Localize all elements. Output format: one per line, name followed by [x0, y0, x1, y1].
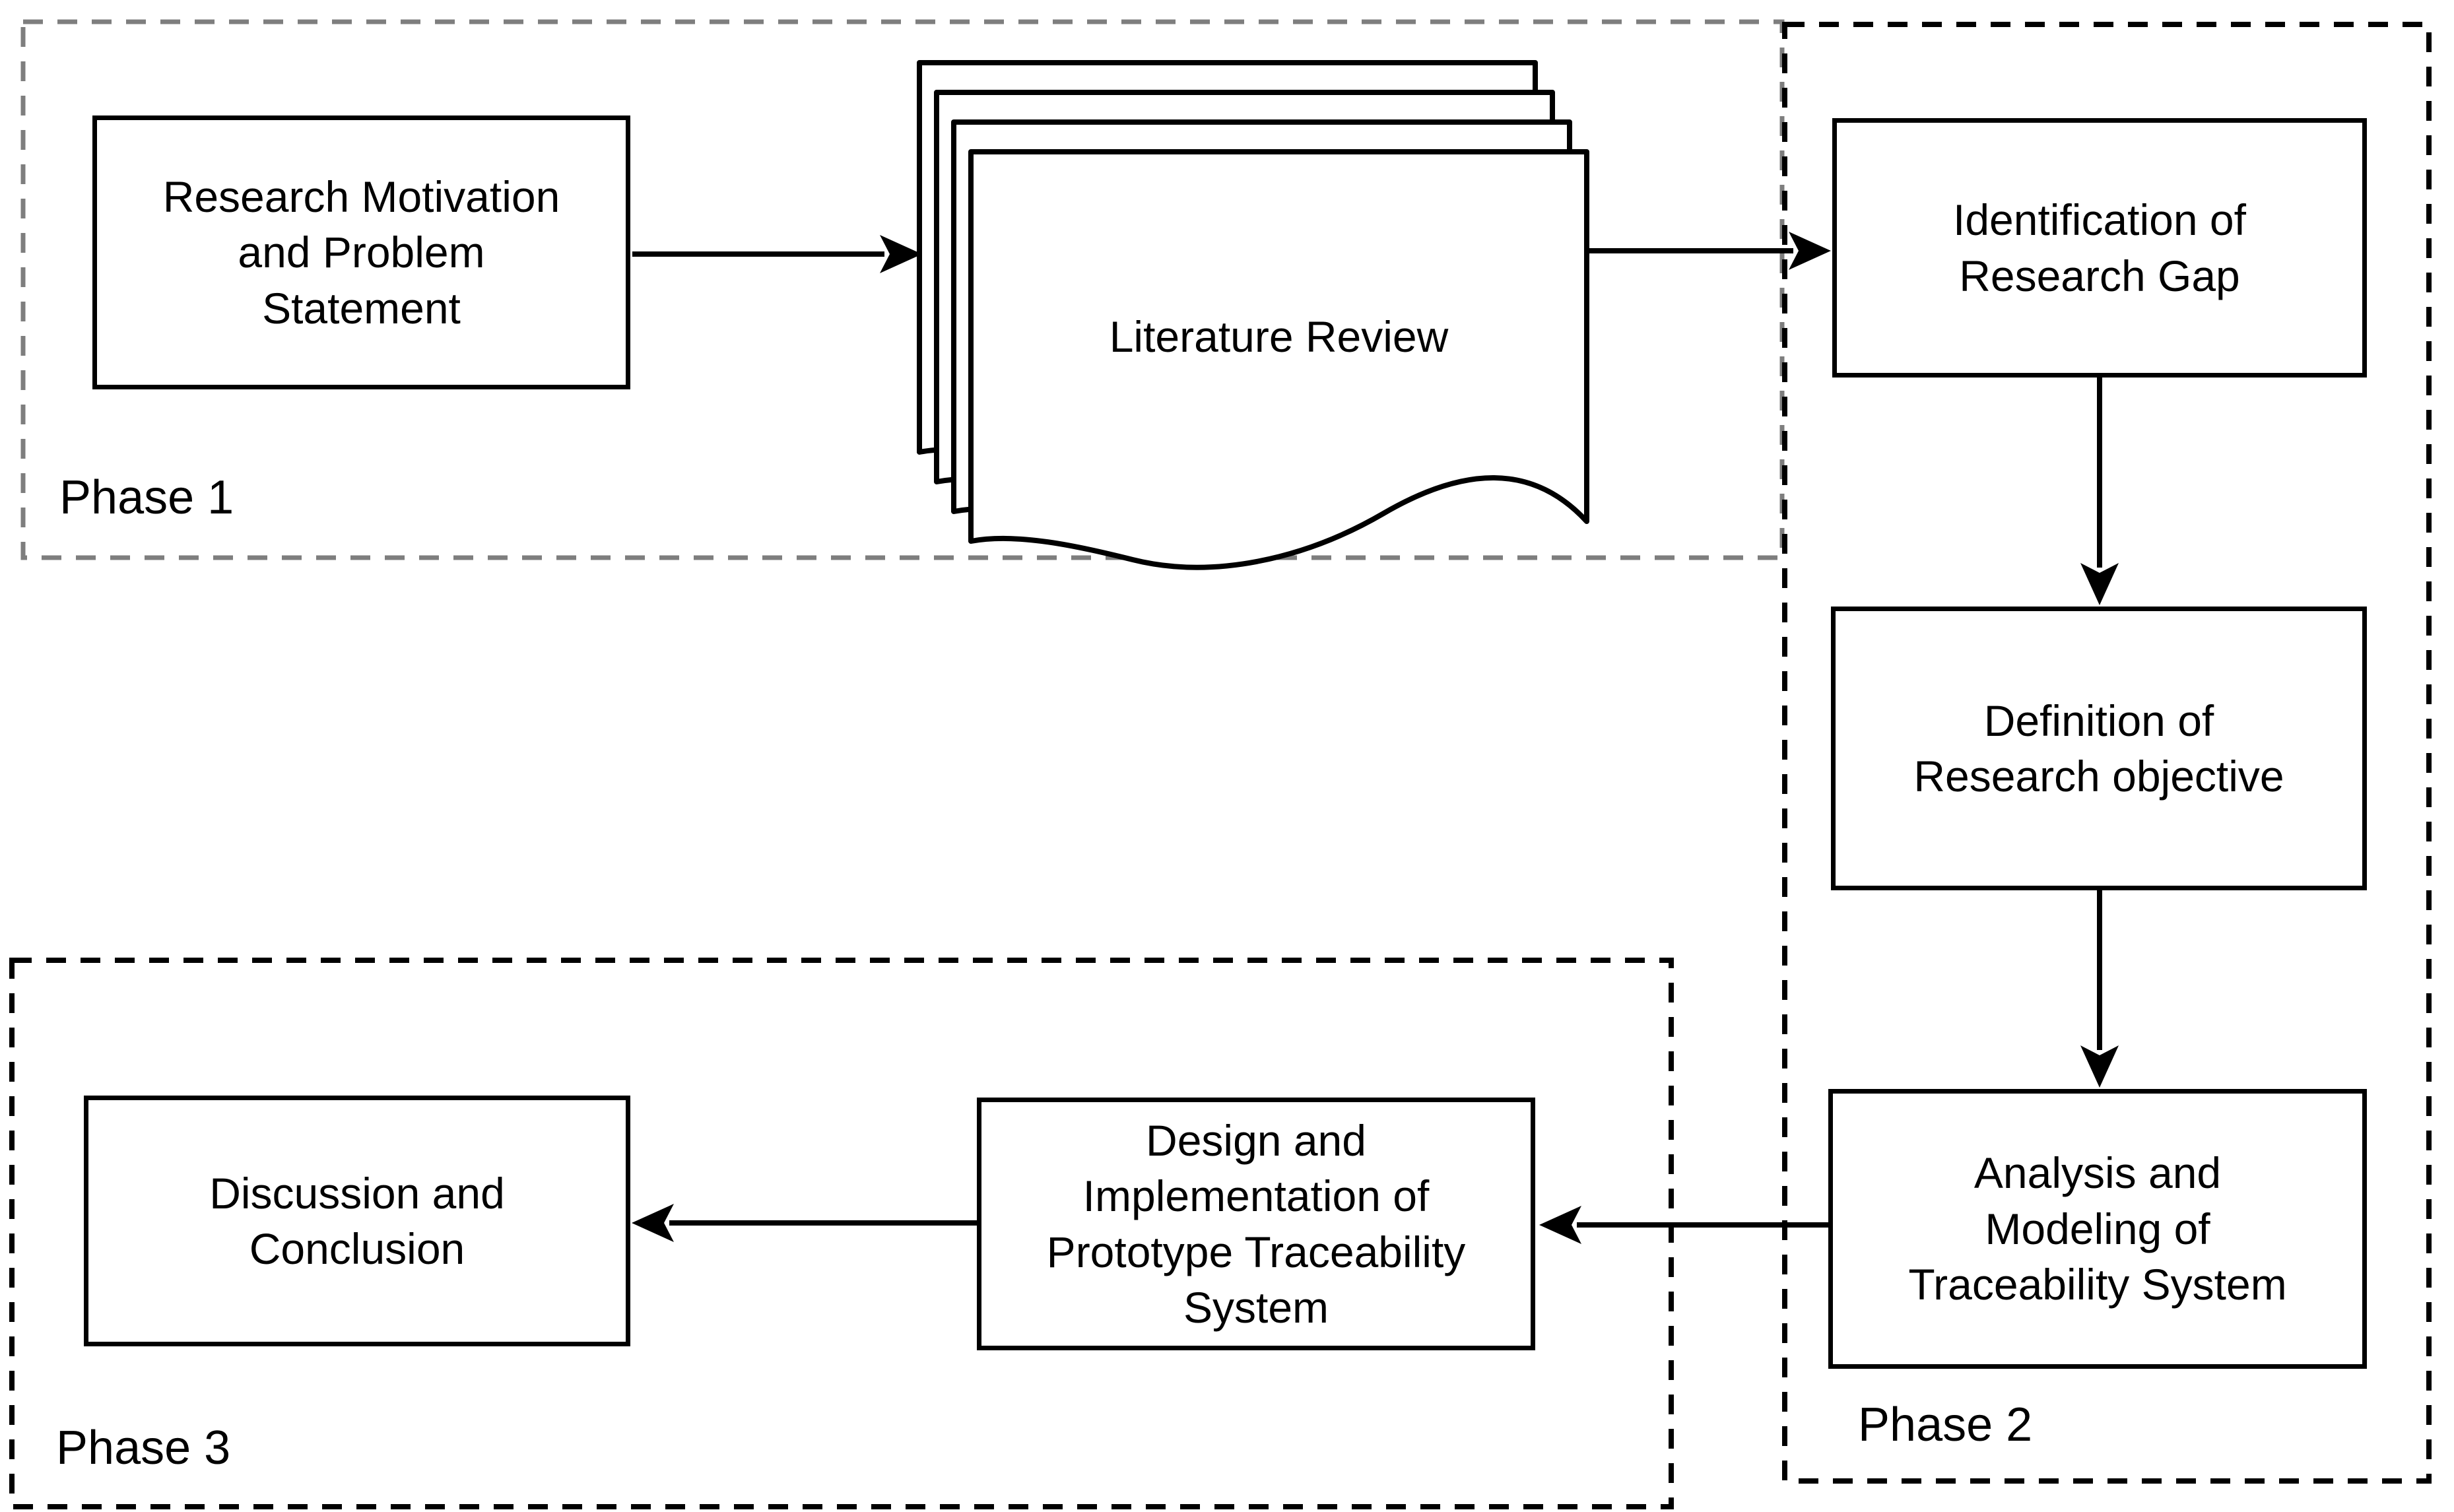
phase1-label: Phase 1	[59, 471, 234, 524]
node-research-motivation: Research Motivation and Problem Statemen…	[92, 115, 630, 389]
phase2-region	[1782, 22, 2432, 1484]
phase3-label: Phase 3	[56, 1422, 231, 1474]
arrow-literature-to-identification	[1587, 232, 1831, 270]
phase2-label: Phase 2	[1858, 1398, 2033, 1451]
phase1-region	[20, 19, 1785, 560]
node-identification-research-gap: Identification of Research Gap	[1832, 118, 2367, 378]
document-page-icon	[968, 149, 1589, 570]
arrow-design-to-discussion	[632, 1204, 977, 1242]
arrow-research-to-literature	[632, 235, 922, 273]
arrow-definition-to-analysis	[2080, 890, 2119, 1088]
node-discussion-conclusion: Discussion and Conclusion	[84, 1096, 630, 1346]
document-stack-icon	[917, 60, 1589, 570]
arrow-analysis-to-design	[1539, 1206, 1828, 1244]
phase3-region	[9, 958, 1674, 1509]
node-analysis-modeling-traceability: Analysis and Modeling of Traceability Sy…	[1828, 1089, 2367, 1369]
arrow-identification-to-definition	[2080, 378, 2119, 605]
node-definition-research-objective: Definition of Research objective	[1831, 607, 2367, 890]
node-design-implementation-prototype: Design and Implementation of Prototype T…	[977, 1098, 1535, 1350]
node-literature-review-label: Literature Review	[1109, 312, 1449, 361]
